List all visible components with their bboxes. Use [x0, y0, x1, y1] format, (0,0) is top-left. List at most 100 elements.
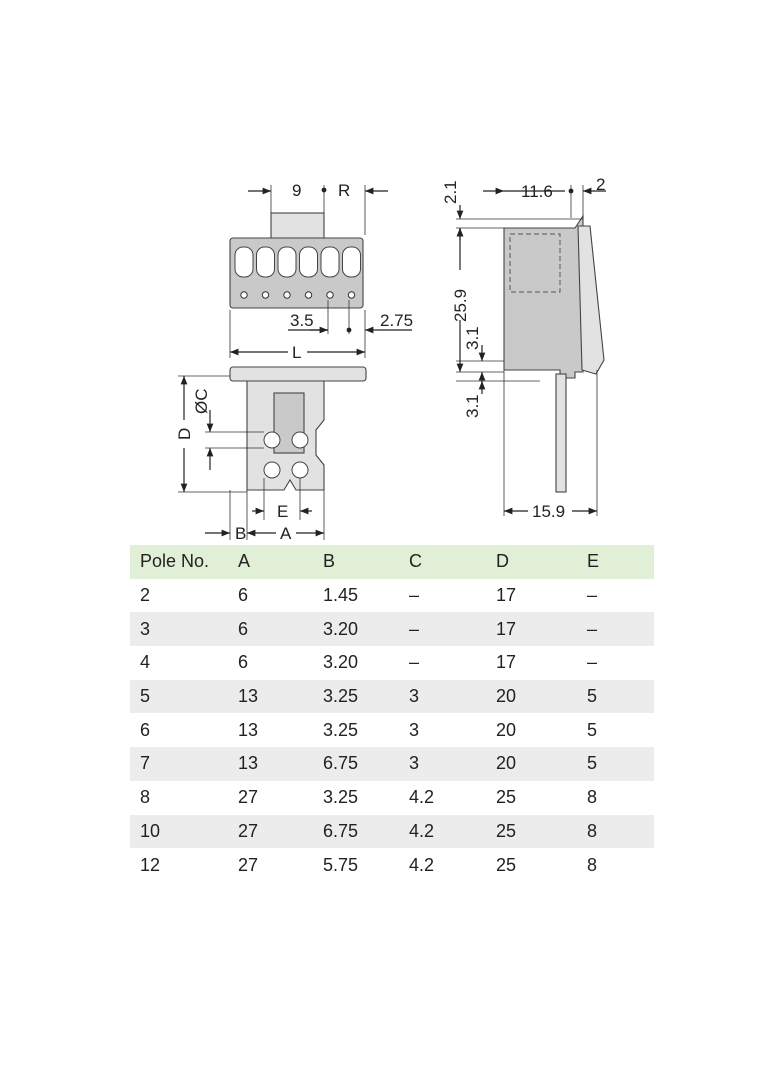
clamp-opening [277, 246, 297, 278]
dim-half-a: 3.5 [290, 311, 314, 330]
table-cell: 10 [140, 820, 161, 841]
table-cell: 3 [140, 618, 151, 639]
test-point [240, 291, 248, 299]
table-cell: 20 [496, 719, 517, 740]
table-cell: 17 [496, 652, 517, 673]
clamp-opening [299, 246, 318, 278]
dim-r: R [338, 181, 350, 200]
table-cell: 5 [587, 686, 598, 707]
table-cell: 17 [496, 585, 517, 606]
test-point [261, 291, 270, 299]
clamp-opening [234, 246, 254, 278]
table-cell: 3.25 [323, 787, 359, 808]
table-cell: 27 [238, 854, 259, 875]
table-cell: 27 [238, 787, 259, 808]
table-cell: – [587, 652, 598, 673]
table-cell: 1.45 [323, 585, 359, 606]
dim-length: L [292, 343, 301, 362]
dim-top-right: 2 [596, 175, 605, 194]
test-point [326, 291, 334, 299]
dim-b: B [235, 524, 246, 540]
table-cell: 4.2 [409, 787, 435, 808]
table-cell: – [587, 618, 598, 639]
table-cell: 4.2 [409, 854, 435, 875]
table-cell: 6.75 [323, 753, 359, 774]
table-cell: 8 [587, 787, 598, 808]
dim-hole-dia: ØC [192, 389, 211, 415]
dim-depth: 15.9 [532, 502, 565, 521]
table-cell: 6 [140, 719, 151, 740]
header-pole-no: Pole No. [140, 551, 210, 572]
table-cell: 20 [496, 753, 517, 774]
clamp-opening [320, 246, 340, 278]
dim-small-2: 3.1 [463, 394, 482, 418]
test-point [283, 291, 291, 299]
table-cell: 27 [238, 820, 259, 841]
test-point [304, 291, 313, 299]
table-cell: – [587, 585, 598, 606]
table-cell: 7 [140, 753, 151, 774]
table-cell: 8 [587, 820, 598, 841]
table-cell: 12 [140, 854, 161, 875]
clamp-openings [234, 246, 361, 299]
header-c: C [409, 551, 422, 572]
table-cell: 4.2 [409, 820, 435, 841]
dim-pitch: 9 [292, 181, 301, 200]
bottom-view: D ØC E B A [175, 366, 367, 540]
table-cell: 25 [496, 820, 517, 841]
table-cell: 2 [140, 585, 151, 606]
dim-a: A [280, 524, 292, 540]
dim-height: 25.9 [451, 289, 470, 322]
table-cell: 3.25 [323, 719, 359, 740]
table-cell: 8 [587, 854, 598, 875]
table-cell: 13 [238, 686, 259, 707]
test-point [347, 291, 356, 299]
table-cell: 5 [140, 686, 151, 707]
table-row: 8 27 3.25 4.2 25 8 [130, 781, 654, 815]
dim-d: D [175, 428, 194, 440]
technical-drawing: 9 R 3.5 2.75 L D ØC [175, 175, 606, 540]
table-cell: 3.25 [323, 686, 359, 707]
table-cell: 3 [409, 753, 420, 774]
table-cell: 13 [238, 719, 259, 740]
table-row: 3 6 3.20 – 17 – [130, 612, 654, 647]
header-e: E [587, 551, 600, 572]
table-cell: 6.75 [323, 820, 359, 841]
table-cell: 13 [238, 753, 259, 774]
table-cell: 8 [140, 787, 151, 808]
table-row: 10 27 6.75 4.2 25 8 [130, 814, 654, 849]
table-cell: 5 [587, 719, 598, 740]
front-view: 9 R 3.5 2.75 L [229, 181, 413, 362]
table-cell: 25 [496, 854, 517, 875]
table-cell: 17 [496, 618, 517, 639]
dim-top-left: 2.1 [441, 180, 460, 204]
header-d: D [496, 551, 509, 572]
table-row: 6 13 3.25 3 20 5 [130, 713, 654, 747]
table-cell: – [409, 585, 420, 606]
table-cell: 3 [409, 719, 420, 740]
table-cell: – [409, 618, 420, 639]
dimension-table: Pole No. A B C D E 2 6 1.45 – 17 – 3 6 3.20 – 17 – 4… [130, 545, 654, 882]
dim-width-top: 11.6 [521, 182, 553, 201]
dim-offset: 2.75 [380, 311, 413, 330]
side-view: 2.1 11.6 2 25.9 3.1 3.1 15.9 [441, 175, 606, 521]
table-header-row: Pole No. A B C D E [130, 545, 654, 579]
table-row: 5 13 3.25 3 20 5 [130, 679, 654, 714]
table-cell: 6 [238, 585, 249, 606]
dim-small-1: 3.1 [463, 326, 482, 350]
table-cell: 3 [409, 686, 420, 707]
table-cell: 3.20 [323, 652, 359, 673]
clamp-opening [256, 246, 275, 278]
table-cell: 5 [587, 753, 598, 774]
dim-e: E [277, 502, 288, 521]
table-cell: 25 [496, 787, 517, 808]
table-cell: 20 [496, 686, 517, 707]
table-cell: 6 [238, 652, 249, 673]
table-row: 2 6 1.45 – 17 – [130, 579, 654, 613]
table-cell: 6 [238, 618, 249, 639]
clamp-opening [342, 246, 361, 278]
table-cell: – [409, 652, 420, 673]
table-cell: 3.20 [323, 618, 359, 639]
